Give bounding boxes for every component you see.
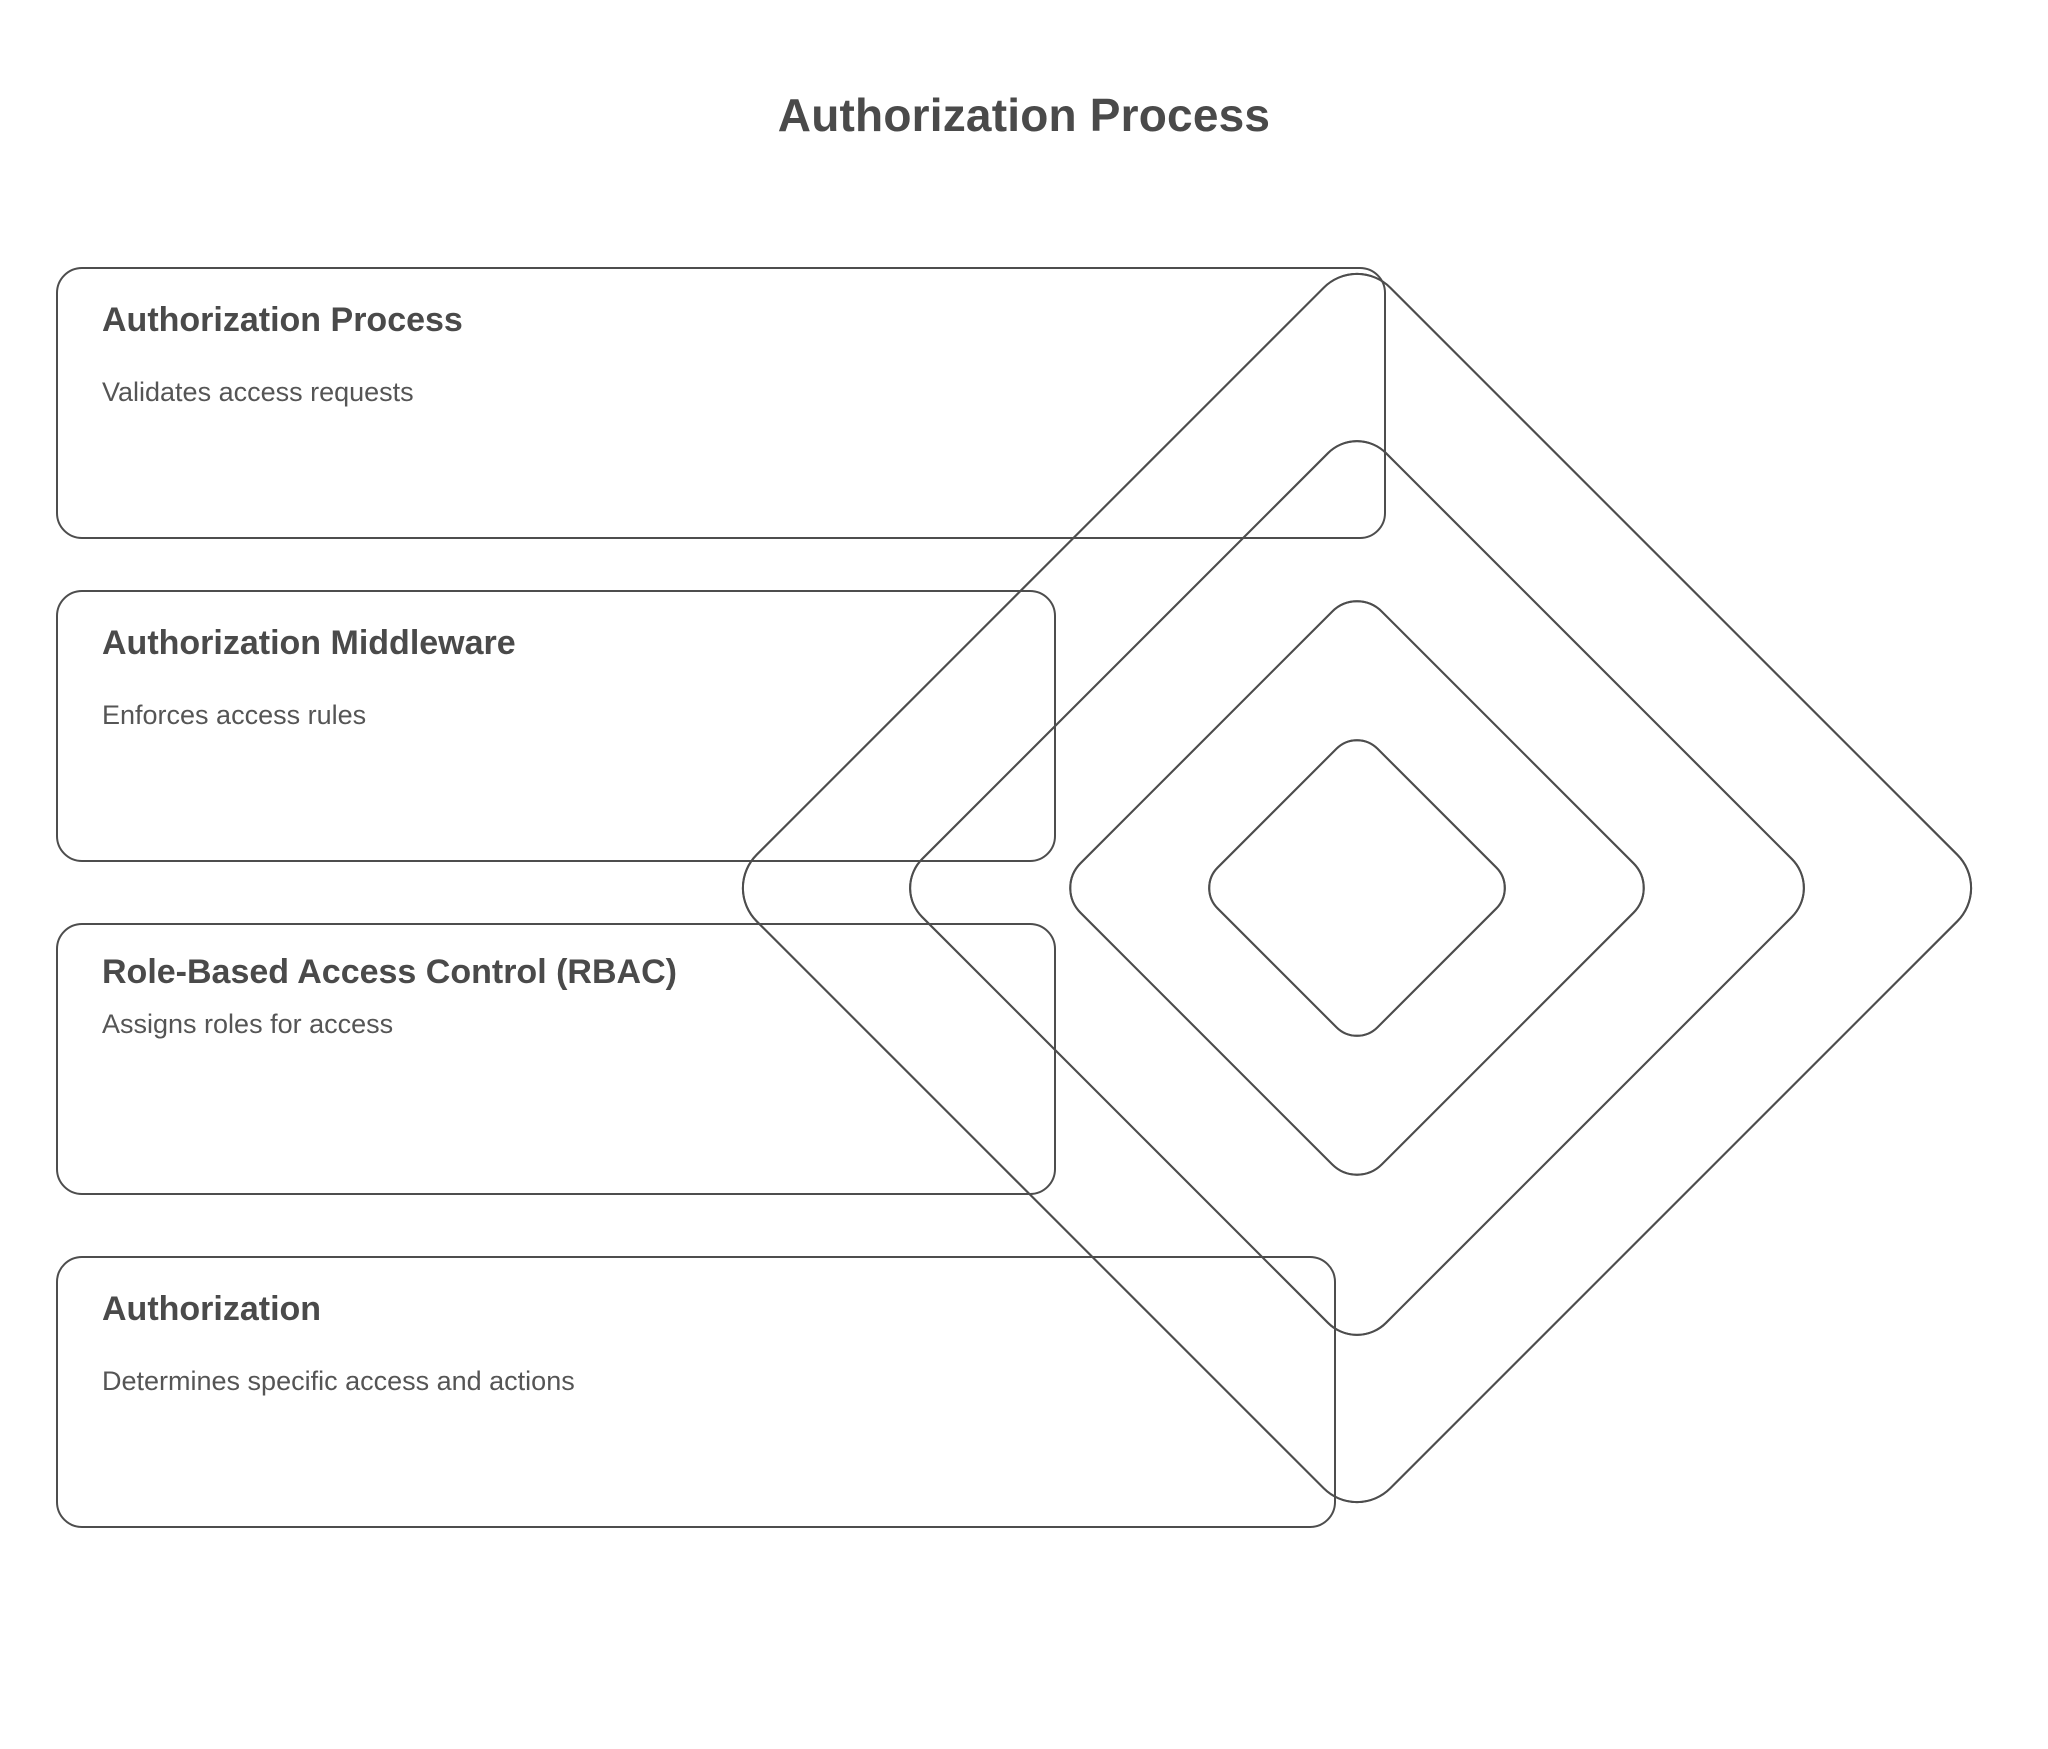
second-diamond-outline: [891, 422, 1823, 1354]
layer-card-2-title: Authorization Middleware: [102, 624, 516, 662]
innermost-diamond-outline: [1195, 726, 1519, 1050]
layer-card-4-title: Authorization: [102, 1290, 322, 1328]
layer-card-3-title: Role-Based Access Control (RBAC): [102, 953, 677, 991]
layer-card-3-description: Assigns roles for access: [102, 1009, 394, 1040]
layer-card-4[interactable]: Authorization Determines specific access…: [56, 1256, 1336, 1528]
third-diamond-outline: [1054, 585, 1660, 1191]
second-diamond: [891, 422, 1823, 1354]
layer-card-3[interactable]: Role-Based Access Control (RBAC) Assigns…: [56, 923, 1056, 1195]
layer-card-1[interactable]: Authorization Process Validates access r…: [56, 267, 1386, 539]
layer-card-1-title: Authorization Process: [102, 301, 463, 339]
third-diamond: [1054, 585, 1660, 1191]
layer-card-2[interactable]: Authorization Middleware Enforces access…: [56, 590, 1056, 862]
layer-card-4-description: Determines specific access and actions: [102, 1366, 575, 1397]
layer-card-1-description: Validates access requests: [102, 377, 414, 408]
innermost-diamond: [1195, 726, 1519, 1050]
layer-card-2-description: Enforces access rules: [102, 700, 367, 731]
page-title: Authorization Process: [777, 89, 1271, 141]
